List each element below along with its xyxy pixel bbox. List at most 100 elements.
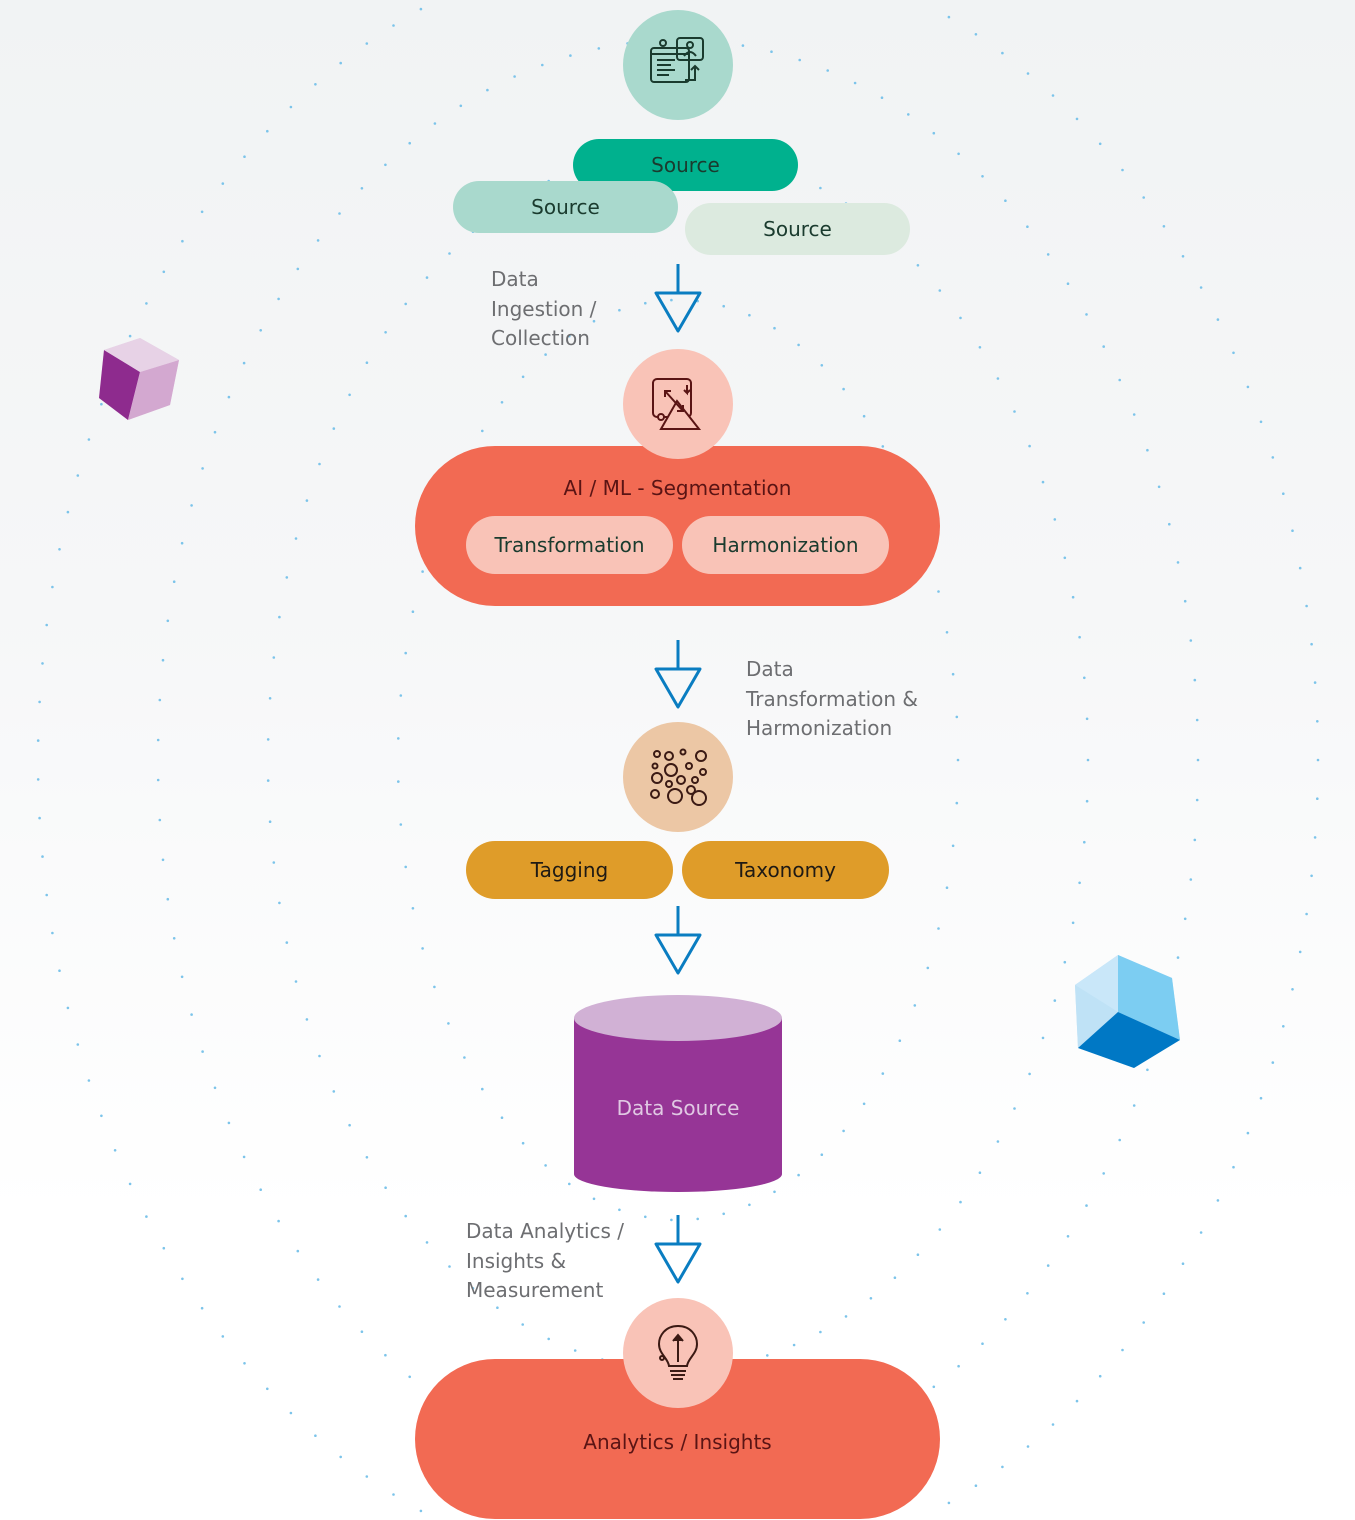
background-dot [339,1455,343,1459]
background-dot [45,893,48,897]
background-dot [1026,1445,1030,1448]
background-dot [670,298,673,302]
background-dot [1271,456,1275,459]
background-dot [1004,199,1007,202]
background-dot [365,1475,369,1478]
background-dot [447,1022,450,1025]
background-dot [180,541,184,545]
background-dot [496,1306,499,1309]
background-dot [513,75,516,78]
background-dot [481,1087,484,1091]
background-dot [268,697,272,700]
background-dot [1146,1068,1149,1072]
background-dot [221,1335,225,1338]
background-dot [41,855,44,858]
background-dot [881,1072,885,1075]
background-dot [272,656,276,659]
background-dot [1102,345,1105,348]
background-dot [1291,988,1294,991]
background-dot [773,326,776,330]
background-dot [1142,1321,1145,1324]
background-dot [200,1306,204,1310]
background-dot [945,886,949,889]
background-dot [880,96,884,99]
background-dot [722,304,725,308]
background-dot [773,1190,776,1194]
background-dot [1199,286,1203,289]
background-dot [294,980,298,983]
background-dot [1013,1107,1016,1110]
background-dot [1028,444,1031,448]
bubbles-icon [650,748,707,806]
background-dot [1066,282,1070,286]
background-dot [592,1197,596,1201]
background-dot [1298,566,1302,570]
background-dot [471,1287,475,1290]
background-dot [1232,1165,1235,1169]
background-dot [348,393,351,397]
background-dot [384,331,387,334]
background-dot [1162,225,1166,228]
background-dot [592,319,596,323]
background-dot [1316,797,1319,800]
background-dot [951,672,955,676]
background-dot [1183,599,1187,603]
background-dot [1085,799,1089,803]
background-dot [1132,1104,1136,1107]
lightbulb-icon-circle [623,1298,733,1408]
background-dot [404,302,408,306]
background-dot [862,414,866,418]
purple-cube-icon [99,338,179,420]
lightbulb-icon [657,1324,699,1380]
background-dot [981,1342,984,1345]
background-dot [166,897,170,901]
background-dot [1013,410,1016,413]
background-dot [314,1434,317,1437]
background-dot [38,816,41,820]
background-dot [145,1215,148,1218]
background-dot [318,462,321,466]
background-dot [172,580,176,583]
background-dot [87,438,91,441]
background-dot [1305,604,1308,608]
background-dot [996,377,1000,380]
background-dot [285,941,289,944]
background-dot [1026,1292,1029,1295]
background-dot [266,779,270,782]
background-dot [1168,522,1171,526]
background-dot [1313,836,1317,839]
background-dot [399,823,403,826]
background-dot [408,1375,412,1379]
background-dot [433,985,436,989]
background-dot [360,1330,364,1333]
background-dot [1291,529,1294,532]
background-dot [1246,1131,1250,1135]
background-dot [1176,956,1180,959]
background-dot [305,1018,309,1021]
background-dot [1193,838,1197,842]
background-dot [1176,561,1180,564]
background-dot [425,276,429,279]
background-dot [278,615,281,619]
background-dot [285,576,289,579]
background-dot [1216,1199,1220,1202]
background-dot [318,1054,321,1058]
background-dot [1078,881,1081,885]
background-dot [277,1219,280,1223]
background-dot [221,182,225,185]
background-dot [161,658,165,662]
background-dot [1298,950,1302,954]
background-dot [937,590,940,593]
background-dot [425,1241,429,1244]
background-dot [696,1217,699,1221]
background-dot [1085,313,1088,316]
background-dot [243,155,246,158]
background-dot [162,1246,166,1250]
background-dot [1041,480,1045,484]
background-dot [1282,492,1285,496]
background-dot [1259,1096,1263,1100]
report-icon-circle [623,10,733,120]
background-dot [1026,225,1029,228]
background-dot [916,1253,920,1256]
